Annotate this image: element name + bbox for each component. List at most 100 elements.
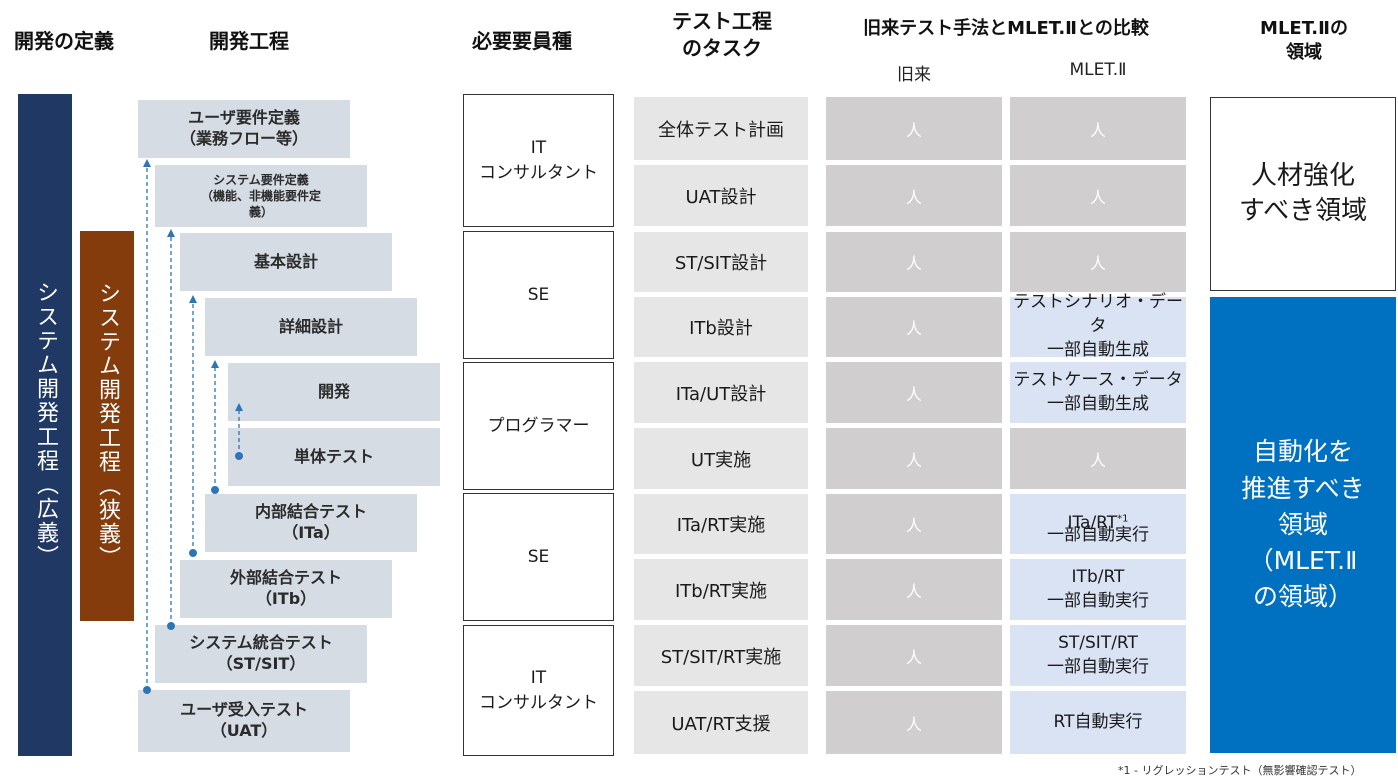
header-process: 開発工程 — [209, 29, 289, 53]
new-cell-auto: テストケース・データ 一部自動生成 — [1010, 362, 1186, 423]
new-cell-auto: ST/SIT/RT 一部自動実行 — [1010, 625, 1186, 686]
new-cell-auto: RT自動実行 — [1010, 691, 1186, 754]
header-area-line1: MLET.Ⅱの — [1260, 18, 1348, 39]
footnote-ref: *1 — [1117, 513, 1129, 525]
new-cell: 人 — [1010, 97, 1186, 160]
new-cell-text: 人 — [1089, 187, 1106, 207]
new-cell-text: テストケース・データ 一部自動生成 — [1013, 369, 1183, 414]
phase-development: 開発 — [228, 363, 440, 421]
task-ut-execution: UT実施 — [634, 428, 808, 489]
old-cell: 人 — [826, 625, 1002, 686]
header-compare: 旧来テスト手法とMLET.Ⅱとの比較 — [863, 18, 1149, 39]
arrow-dot — [167, 622, 175, 630]
header-staff: 必要要員種 — [472, 29, 572, 53]
phase-external-integration-test: 外部結合テスト （ITb） — [180, 560, 392, 618]
staff-label: SE — [527, 546, 550, 567]
definition-broad-band: システム開発工程（広義） — [18, 94, 72, 756]
old-cell: 人 — [826, 559, 1002, 620]
header-area: MLET.Ⅱの 領域 — [1210, 17, 1398, 66]
phase-system-integration-test: システム統合テスト （ST/SIT） — [155, 625, 367, 683]
task-itb-design: ITb設計 — [634, 297, 808, 357]
new-cell-auto: ITb/RT 一部自動実行 — [1010, 559, 1186, 620]
phase-user-requirements: ユーザ要件定義 （業務フロー等） — [138, 100, 350, 158]
phase-label: 外部結合テスト （ITb） — [229, 568, 342, 608]
new-cell-ita-rt: ITa/RT — [1067, 513, 1118, 534]
header-task-line1: テスト工程 — [672, 9, 772, 33]
phase-unit-test: 単体テスト — [228, 428, 440, 486]
staff-programmer: プログラマー — [463, 362, 614, 490]
footnote: *1 - リグレッションテスト（無影響確認テスト） — [1118, 764, 1362, 777]
phase-label: ユーザ要件定義 （業務フロー等） — [179, 108, 308, 148]
staff-se-bottom: SE — [463, 493, 614, 621]
new-cell-text: ITb/RT 一部自動実行 — [1047, 566, 1149, 611]
area-human-label: 人材強化 すべき領域 — [1238, 160, 1368, 226]
new-cell-text: RT自動実行 — [1053, 711, 1143, 732]
header-old: 旧来 — [897, 65, 931, 85]
phase-label: 開発 — [317, 381, 350, 401]
arrow-dot — [143, 686, 151, 694]
arrow-head — [143, 159, 151, 167]
new-cell-auto: テストシナリオ・データ 一部自動生成 — [1010, 292, 1186, 360]
phase-label: システム統合テスト （ST/SIT） — [189, 633, 333, 673]
old-cell: 人 — [826, 232, 1002, 292]
task-uat-design: UAT設計 — [634, 165, 808, 226]
arrow-head — [167, 229, 175, 237]
header-definition: 開発の定義 — [14, 29, 114, 53]
task-ita-ut-design: ITa/UT設計 — [634, 362, 808, 423]
phase-label: 内部結合テスト （ITa） — [254, 502, 367, 542]
task-st-sit-design: ST/SIT設計 — [634, 232, 808, 292]
phase-label: システム要件定義 （機能、非機能要件定 義） — [200, 172, 321, 220]
arrow-dot — [211, 486, 219, 494]
phase-internal-integration-test: 内部結合テスト （ITa） — [205, 494, 417, 552]
header-task-line2: のタスク — [682, 36, 762, 60]
old-cell: 人 — [826, 494, 1002, 554]
phase-detailed-design: 詳細設計 — [205, 298, 417, 356]
header-new: MLET.Ⅱ — [1069, 60, 1127, 80]
old-cell: 人 — [826, 297, 1002, 357]
old-cell: 人 — [826, 691, 1002, 754]
new-cell: 人 — [1010, 428, 1186, 489]
phase-user-acceptance-test: ユーザ受入テスト （UAT） — [138, 690, 350, 752]
task-uat-rt-support: UAT/RT支援 — [634, 691, 808, 754]
new-cell-text: 人 — [1089, 254, 1106, 273]
old-cell: 人 — [826, 362, 1002, 423]
old-cell: 人 — [826, 428, 1002, 489]
area-automation-label: 自動化を 推進すべき 領域 （MLET.Ⅱ の領域） — [1241, 437, 1365, 612]
arrow-head — [235, 403, 243, 411]
new-cell-text: 人 — [1089, 120, 1106, 140]
phase-label: ユーザ受入テスト （UAT） — [180, 700, 308, 740]
definition-narrow-band: システム開発工程（狭義） — [80, 231, 134, 621]
staff-se-top: SE — [463, 231, 614, 359]
new-cell-auto: ITa/RT*1 一部自動実行 — [1010, 494, 1186, 554]
phase-system-requirements: システム要件定義 （機能、非機能要件定 義） — [155, 165, 367, 227]
arrow-head — [189, 295, 197, 303]
arrow-head — [211, 360, 219, 368]
new-cell-text-line2: 一部自動実行 — [1047, 525, 1149, 546]
phase-label: 単体テスト — [293, 446, 374, 466]
area-human-strengthening: 人材強化 すべき領域 — [1210, 97, 1396, 291]
task-overall-test-plan: 全体テスト計画 — [634, 97, 808, 160]
area-automation: 自動化を 推進すべき 領域 （MLET.Ⅱ の領域） — [1210, 297, 1396, 753]
new-cell: 人 — [1010, 165, 1186, 226]
new-cell: 人 — [1010, 232, 1186, 292]
staff-label: IT コンサルタント — [479, 137, 598, 183]
new-cell-text: テストシナリオ・データ 一部自動生成 — [1013, 292, 1183, 360]
task-st-sit-rt-execution: ST/SIT/RT実施 — [634, 625, 808, 686]
task-ita-rt-execution: ITa/RT実施 — [634, 494, 808, 554]
task-itb-rt-execution: ITb/RT実施 — [634, 559, 808, 620]
staff-label: SE — [527, 284, 550, 305]
new-cell-text: ITa/RT*1 — [1067, 512, 1128, 536]
staff-it-consultant-bottom: IT コンサルタント — [463, 625, 614, 756]
new-cell-text: 人 — [1089, 450, 1106, 470]
phase-basic-design: 基本設計 — [180, 233, 392, 291]
phase-label: 基本設計 — [253, 251, 318, 271]
staff-label: プログラマー — [487, 415, 590, 436]
arrow-dot — [235, 452, 243, 460]
header-area-line2: 領域 — [1286, 42, 1322, 64]
old-cell: 人 — [826, 165, 1002, 226]
arrow-dot — [189, 549, 197, 557]
header-task: テスト工程 のタスク — [652, 8, 792, 62]
phase-label: 詳細設計 — [278, 316, 343, 336]
staff-label: IT コンサルタント — [479, 667, 598, 713]
